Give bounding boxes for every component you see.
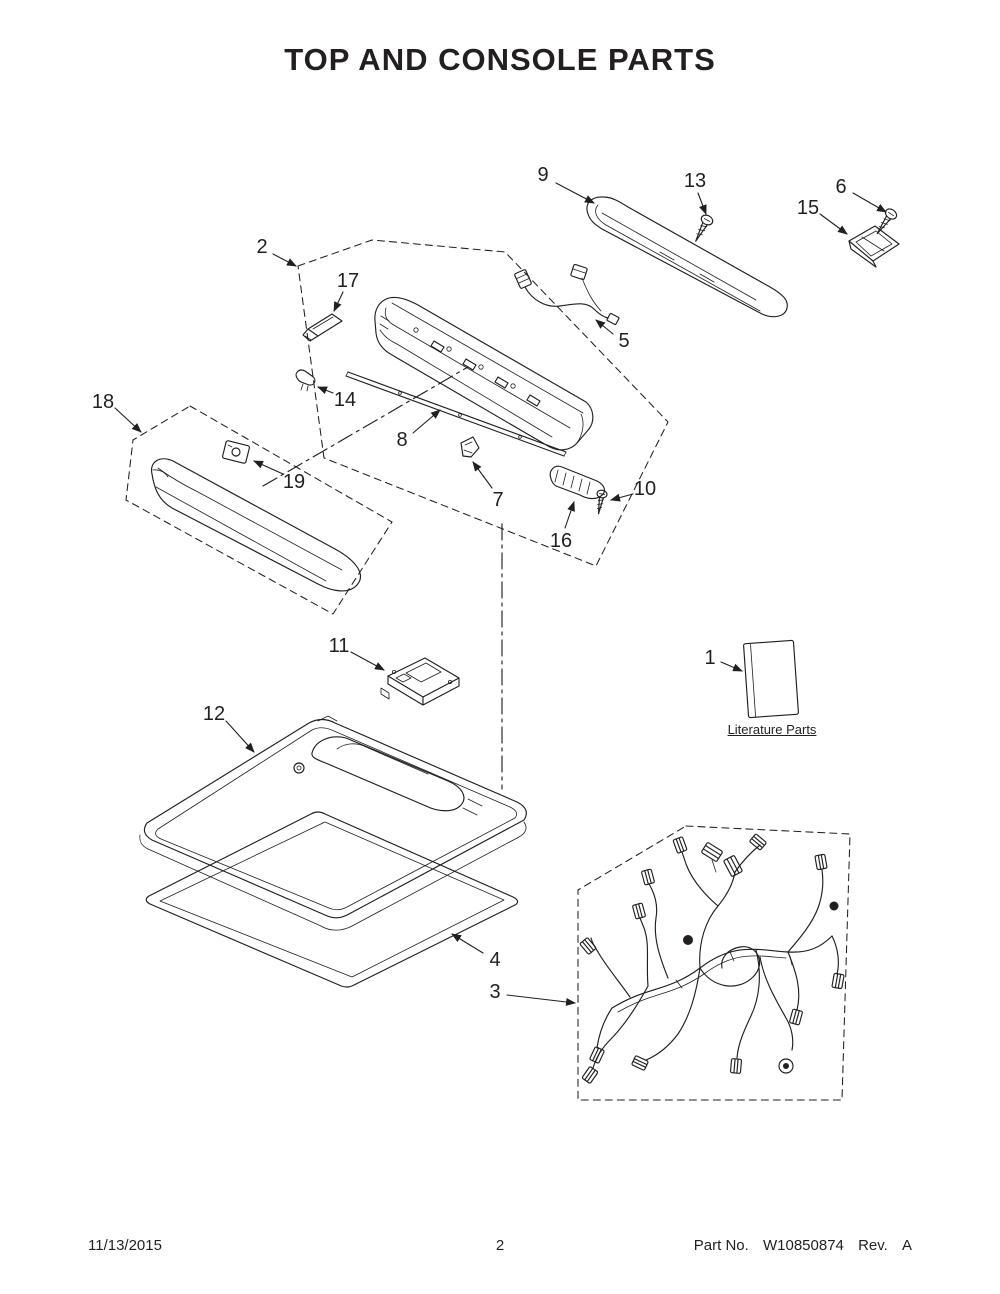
assembly-centerlines (262, 366, 503, 790)
part-19-switch (222, 440, 250, 464)
callout-leader-17 (333, 291, 344, 312)
callout-number-19: 19 (283, 471, 305, 493)
callout-leader-1 (720, 661, 743, 672)
callout-leader-8 (412, 409, 441, 434)
footer-date: 11/13/2015 (88, 1237, 162, 1254)
footer-rev-label: Rev. (858, 1237, 888, 1254)
console-rear-housing (374, 296, 594, 451)
page-title: TOP AND CONSOLE PARTS (284, 42, 716, 77)
console-front-panel (150, 458, 362, 592)
callout-number-10: 10 (634, 478, 656, 500)
part-4-main-top-panel (145, 811, 519, 988)
callout-number-9: 9 (537, 164, 548, 186)
callout-number-17: 17 (337, 270, 359, 292)
callout-number-16: 16 (550, 530, 572, 552)
part-18-front-panel-region (125, 405, 393, 615)
callout-leader-11 (350, 651, 385, 671)
callout-leader-5 (595, 319, 614, 335)
callout-leader-9 (555, 182, 595, 204)
footer-part-no-label: Part No. (693, 1237, 749, 1254)
wire-harness (579, 833, 845, 1085)
part-10-screw (596, 489, 608, 515)
callout-leader-13 (697, 192, 707, 215)
callout-leader-12 (225, 720, 255, 753)
literature-parts-label: Literature Parts (727, 722, 817, 737)
callout-number-1: 1 (704, 647, 715, 669)
callout-number-12: 12 (203, 703, 225, 725)
part-3-wire-harness-region (577, 825, 851, 1101)
part-9-rear-trim-strip (586, 196, 788, 318)
callout-number-13: 13 (684, 170, 706, 192)
part-1-literature-pack (743, 639, 799, 719)
callout-number-3: 3 (489, 981, 500, 1003)
callout-number-6: 6 (835, 176, 846, 198)
callout-leader-14 (317, 386, 334, 395)
part-12-top-panel (139, 715, 527, 931)
part-5-wire-jumper (514, 263, 620, 326)
part-17-clip (302, 313, 343, 342)
footer-rev: A (901, 1237, 912, 1254)
part-7-bracket (460, 436, 480, 458)
part-16-end-cap (549, 465, 606, 500)
callout-leader-2 (272, 253, 297, 267)
callout-leader-16 (564, 501, 575, 529)
callout-number-7: 7 (492, 489, 503, 511)
callout-leader-15 (819, 213, 848, 235)
part-14-clip (295, 369, 316, 392)
callout-leader-7 (472, 461, 493, 489)
callout-number-11: 11 (329, 635, 350, 657)
callout-leader-10 (610, 493, 634, 502)
part-15-bracket (848, 225, 900, 268)
callout-number-2: 2 (256, 236, 267, 258)
callout-leader-19 (253, 460, 284, 475)
part-8-trim-strip (345, 371, 567, 457)
footer-page-number: 2 (495, 1237, 505, 1254)
callout-number-8: 8 (396, 429, 407, 451)
callout-leader-4 (451, 933, 484, 954)
callout-number-14: 14 (334, 389, 356, 411)
footer-part-info: Part No. W10850874 Rev. A (694, 1237, 912, 1254)
part-11-control-board (380, 657, 460, 706)
callout-number-5: 5 (618, 330, 629, 352)
part-13-screw (695, 214, 714, 242)
callout-number-4: 4 (489, 949, 500, 971)
callout-leader-18 (114, 407, 142, 433)
callout-leader-3 (506, 994, 576, 1006)
part-2-console-region (297, 239, 669, 567)
callout-leader-6 (852, 192, 887, 213)
footer-part-no: W10850874 (763, 1237, 844, 1254)
callout-number-15: 15 (797, 197, 819, 219)
callout-number-18: 18 (92, 391, 114, 413)
